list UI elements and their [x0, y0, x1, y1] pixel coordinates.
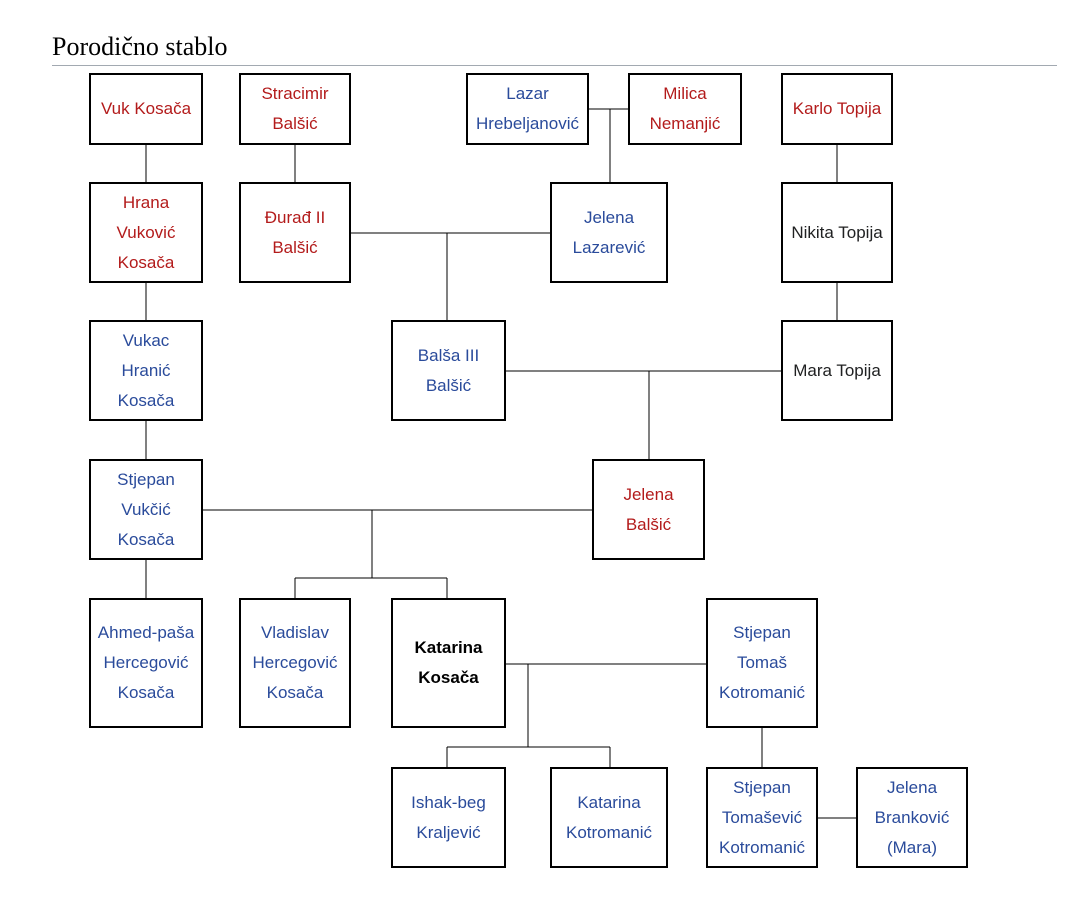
person-hrana-vukovic-kosaca[interactable]: Hrana Vuković Kosača: [89, 182, 203, 283]
person-katarina-kosaca[interactable]: Katarina Kosača: [391, 598, 506, 728]
person-vukac-hranic-kosaca[interactable]: Vukac Hranić Kosača: [89, 320, 203, 421]
person-name: Karlo Topija: [792, 99, 882, 118]
heading-divider: [52, 65, 1057, 66]
person-ahmed-pasa-hercegovic-kosaca[interactable]: Ahmed-paša Hercegović Kosača: [89, 598, 203, 728]
person-name: Jelena Branković (Mara): [874, 777, 950, 857]
person-balsa-iii-balsic[interactable]: Balša III Balšić: [391, 320, 506, 421]
person-name: Ahmed-paša Hercegović Kosača: [97, 623, 195, 702]
person-name: Stracimir Balšić: [261, 84, 329, 133]
person-name: Hrana Vuković Kosača: [116, 192, 176, 272]
person-name: Stjepan Vukčić Kosača: [117, 469, 175, 549]
person-nikita-topija[interactable]: Nikita Topija: [781, 182, 893, 283]
person-name: Jelena Lazarević: [572, 207, 646, 257]
person-lazar-hrebeljanovic[interactable]: Lazar Hrebeljanović: [466, 73, 589, 145]
person-milica-nemanjic[interactable]: Milica Nemanjić: [628, 73, 742, 145]
person-jelena-balsic[interactable]: Jelena Balšić: [592, 459, 705, 560]
person-vladislav-hercegovic-kosaca[interactable]: Vladislav Hercegović Kosača: [239, 598, 351, 728]
person-ishak-beg-kraljevic[interactable]: Ishak-beg Kraljević: [391, 767, 506, 868]
person-name: Stjepan Tomašević Kotromanić: [719, 777, 805, 857]
person-name: Lazar Hrebeljanović: [476, 84, 579, 133]
person-vuk-kosaca[interactable]: Vuk Kosača: [89, 73, 203, 145]
person-name: Nikita Topija: [791, 222, 883, 242]
person-name: Milica Nemanjić: [649, 84, 721, 133]
person-mara-topija[interactable]: Mara Topija: [781, 320, 893, 421]
person-name: Balša III Balšić: [417, 345, 480, 395]
person-jelena-lazarevic[interactable]: Jelena Lazarević: [550, 182, 668, 283]
person-stjepan-vukcic-kosaca[interactable]: Stjepan Vukčić Kosača: [89, 459, 203, 560]
person-name: Vukac Hranić Kosača: [117, 330, 175, 410]
page-title: Porodično stablo: [52, 32, 228, 61]
person-katarina-kotromanic[interactable]: Katarina Kotromanić: [550, 767, 668, 868]
person-jelena-brankovic-mara[interactable]: Jelena Branković (Mara): [856, 767, 968, 868]
person-durad-ii-balsic[interactable]: Đurađ II Balšić: [239, 182, 351, 283]
person-karlo-topija[interactable]: Karlo Topija: [781, 73, 893, 145]
person-name: Stjepan Tomaš Kotromanić: [719, 623, 805, 702]
person-name: Vladislav Hercegović Kosača: [252, 623, 338, 702]
person-name: Ishak-beg Kraljević: [411, 792, 486, 842]
person-stjepan-tomasevic-kotromanic[interactable]: Stjepan Tomašević Kotromanić: [706, 767, 818, 868]
person-name: Đurađ II Balšić: [264, 207, 326, 257]
person-stjepan-tomas-kotromanic[interactable]: Stjepan Tomaš Kotromanić: [706, 598, 818, 728]
person-name: Jelena Balšić: [623, 484, 674, 534]
person-name: Katarina Kosača: [414, 638, 483, 687]
person-name: Katarina Kotromanić: [566, 792, 652, 842]
person-stracimir-balsic[interactable]: Stracimir Balšić: [239, 73, 351, 145]
person-name: Mara Topija: [793, 360, 881, 380]
person-name: Vuk Kosača: [100, 99, 192, 118]
